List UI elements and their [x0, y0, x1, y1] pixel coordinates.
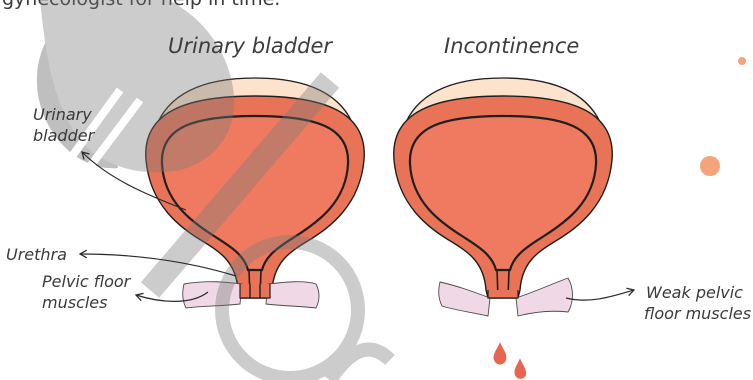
label-pelvic-floor-line1: Pelvic floor: [42, 271, 130, 292]
label-urinary-bladder-line2: bladder: [33, 125, 94, 146]
label-pelvic-floor-line2: muscles: [42, 292, 107, 313]
label-urinary-bladder-line1: Urinary: [33, 104, 92, 125]
weak-pelvic-muscle-left: [439, 282, 490, 316]
title-incontinence: Incontinence: [444, 36, 579, 57]
incontinent-bladder: [394, 78, 613, 379]
label-weak-pelvic-line1: Weak pelvic: [646, 282, 743, 303]
urine-drop-2: [515, 358, 527, 379]
arrow-weak-pelvic: [566, 290, 634, 300]
incontinent-bladder-lumen: [410, 116, 596, 270]
label-urethra: Urethra: [6, 244, 67, 265]
label-weak-pelvic-line2: floor muscles: [644, 303, 751, 324]
accent-dot-large: [700, 156, 720, 176]
urine-drop-1: [494, 342, 507, 365]
weak-pelvic-muscle-right: [516, 278, 573, 316]
title-urinary-bladder: Urinary bladder: [168, 36, 332, 57]
healthy-pelvic-muscle-right: [266, 282, 319, 308]
accent-dot-small: [738, 57, 746, 65]
